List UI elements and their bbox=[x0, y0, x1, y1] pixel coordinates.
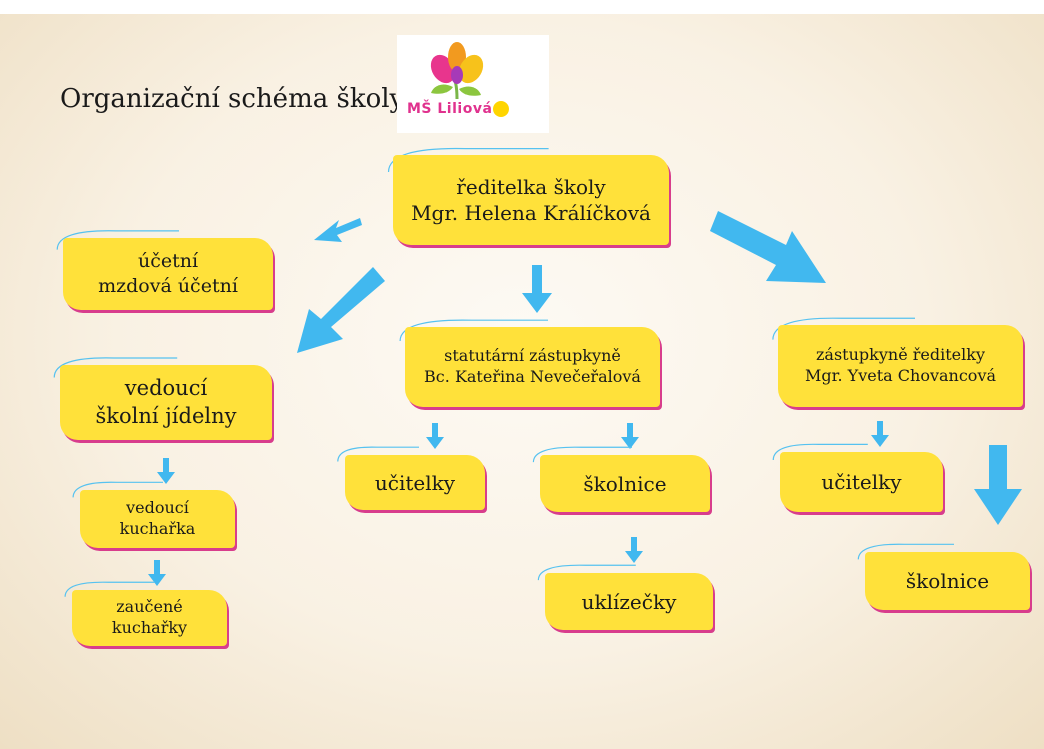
arrow-icon bbox=[522, 265, 552, 313]
top-band bbox=[0, 0, 1044, 14]
box-fill bbox=[60, 365, 272, 440]
flower-logo-graphic bbox=[430, 42, 509, 117]
box-fill bbox=[545, 573, 713, 630]
box-fill bbox=[778, 325, 1023, 407]
arrow-icon bbox=[297, 267, 385, 353]
box-fill bbox=[80, 490, 235, 548]
node-subtitle: Mgr. Yveta Chovancová bbox=[804, 366, 997, 385]
node-subtitle: školní jídelny bbox=[95, 403, 237, 428]
arrow-to-kitchen-head bbox=[293, 265, 385, 357]
arrow-to-janitor-a bbox=[621, 423, 639, 449]
node-title: uklízečky bbox=[581, 589, 677, 614]
node-accountant: účetní mzdová účetní bbox=[63, 238, 273, 310]
arrow-icon bbox=[974, 445, 1022, 525]
node-subtitle: kuchařky bbox=[111, 618, 188, 637]
node-title: školnice bbox=[583, 471, 667, 496]
arrow-to-statutory-deputy bbox=[522, 265, 552, 315]
node-head-cook: vedoucí kuchařka bbox=[80, 490, 235, 548]
box-fill bbox=[345, 455, 485, 510]
node-subtitle: kuchařka bbox=[119, 519, 196, 538]
node-title: učitelky bbox=[374, 470, 456, 495]
node-title: vedoucí bbox=[126, 498, 189, 518]
node-janitor-a: školnice bbox=[540, 455, 710, 512]
node-title: ředitelka školy bbox=[456, 175, 606, 199]
box-fill bbox=[540, 455, 710, 512]
node-kitchen-head: vedoucí školní jídelny bbox=[60, 365, 272, 440]
box-fill bbox=[63, 238, 273, 310]
node-subtitle: Mgr. Helena Králíčková bbox=[411, 201, 651, 225]
node-janitor-b: školnice bbox=[865, 552, 1030, 610]
arrow-icon bbox=[710, 211, 826, 283]
node-subtitle: mzdová účetní bbox=[98, 275, 238, 297]
arrow-to-teachers-a bbox=[426, 423, 444, 449]
arrow-icon bbox=[625, 537, 643, 563]
arrow-icon bbox=[871, 421, 889, 447]
page-title: Organizační schéma školy bbox=[60, 84, 405, 114]
box-fill bbox=[72, 590, 227, 646]
node-subtitle: Bc. Kateřina Nevečeřalová bbox=[424, 367, 641, 386]
arrow-to-deputy bbox=[710, 211, 828, 287]
arrow-icon bbox=[157, 458, 175, 484]
node-director: ředitelka školy Mgr. Helena Králíčková bbox=[393, 155, 669, 245]
node-teachers-b: učitelky bbox=[780, 452, 943, 512]
node-title: školnice bbox=[905, 569, 990, 593]
arrow-to-teachers-b bbox=[871, 421, 889, 447]
box-fill bbox=[393, 155, 669, 245]
school-logo: MŠ Liliová bbox=[397, 35, 549, 133]
arrow-icon bbox=[426, 423, 444, 449]
arrow-icon bbox=[148, 560, 166, 586]
node-title: zástupkyně ředitelky bbox=[816, 345, 985, 365]
arrow-to-trained-cooks bbox=[148, 560, 166, 586]
node-title: statutární zástupkyně bbox=[444, 346, 621, 366]
arrow-to-head-cook bbox=[157, 458, 175, 484]
node-trained-cooks: zaučené kuchařky bbox=[72, 590, 227, 646]
node-title: učitelky bbox=[821, 470, 902, 494]
box-fill bbox=[865, 552, 1030, 610]
arrow-icon bbox=[621, 423, 639, 449]
arrow-icon bbox=[314, 218, 362, 242]
box-fill bbox=[405, 327, 660, 407]
node-title: zaučené bbox=[116, 597, 183, 617]
arrow-to-accountant bbox=[312, 212, 362, 246]
node-teachers-a: učitelky bbox=[345, 455, 485, 510]
node-title: vedoucí bbox=[124, 376, 208, 401]
logo-text: MŠ Liliová bbox=[407, 101, 493, 117]
node-cleaners: uklízečky bbox=[545, 573, 713, 630]
node-deputy: zástupkyně ředitelky Mgr. Yveta Chovanco… bbox=[778, 325, 1023, 407]
arrow-to-janitor-b bbox=[974, 445, 1022, 525]
arrow-to-cleaners bbox=[625, 537, 643, 563]
box-fill bbox=[780, 452, 943, 512]
node-statutory-deputy: statutární zástupkyně Bc. Kateřina Neveč… bbox=[405, 327, 660, 407]
node-title: účetní bbox=[137, 250, 199, 273]
